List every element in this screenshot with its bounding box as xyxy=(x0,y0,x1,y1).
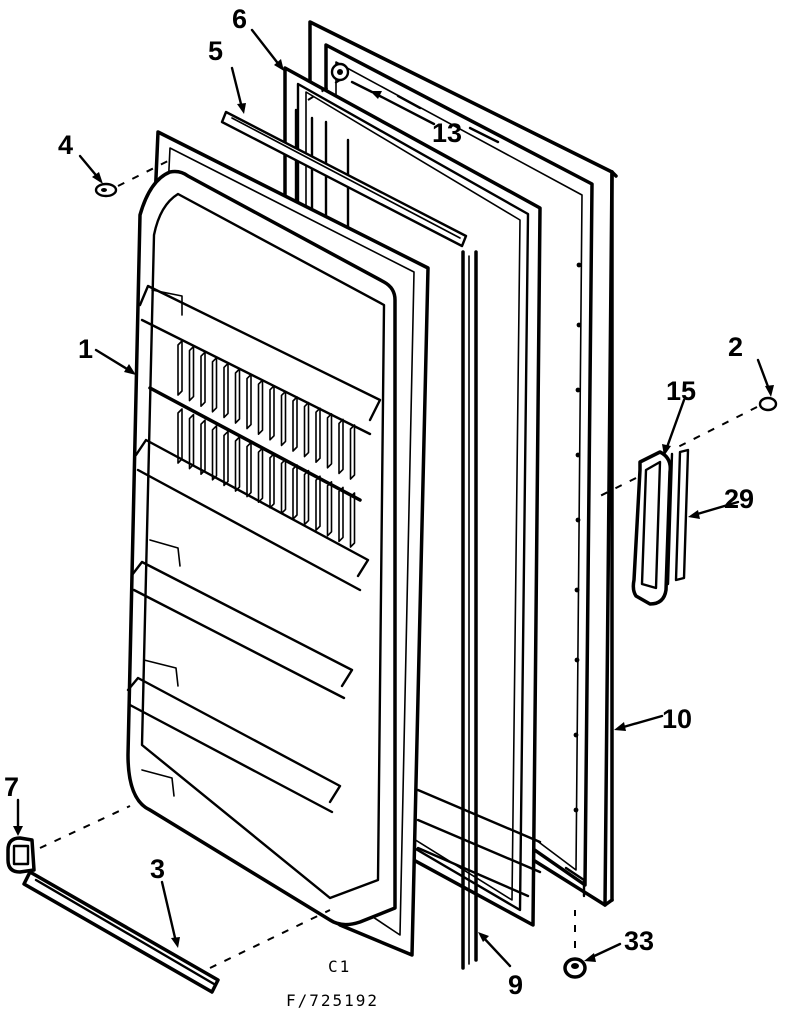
assembly-lines xyxy=(39,79,758,969)
callout-5: 5 xyxy=(208,36,223,66)
panel-rivet-holes xyxy=(573,262,582,813)
grille-rib xyxy=(246,441,252,498)
grille-divider xyxy=(148,386,362,502)
grille-rib xyxy=(200,351,206,407)
door-shelf-2 xyxy=(134,438,370,592)
screw-part-2 xyxy=(758,396,778,412)
callout-7: 7 xyxy=(4,772,19,802)
grille-rib xyxy=(349,492,356,548)
callout-labels: 1 2 3 4 5 6 7 9 10 13 15 29 33 xyxy=(4,4,754,1000)
drawing-number: F/725192 xyxy=(286,991,379,1010)
grille-rib xyxy=(223,430,229,487)
grille-rib xyxy=(234,368,241,424)
callout-10: 10 xyxy=(662,704,692,734)
grille-rib xyxy=(326,413,333,469)
grille-rib xyxy=(211,425,218,481)
grille-rib xyxy=(338,418,344,475)
door-shelf-3 xyxy=(130,560,354,700)
door-vent-grille xyxy=(148,340,362,548)
hinge-pin-part-33 xyxy=(563,957,587,979)
inner-door-liner xyxy=(126,130,430,957)
callout-6: 6 xyxy=(232,4,247,34)
drawing-code: C1 xyxy=(328,957,351,976)
grille-rib xyxy=(246,373,252,430)
grille-rib xyxy=(177,340,183,396)
leader-lines xyxy=(13,28,774,968)
bottom-trim-strip xyxy=(22,870,220,994)
grille-rib xyxy=(200,419,206,475)
grille-rib xyxy=(269,385,275,441)
hinge-cap-part-7 xyxy=(6,836,36,874)
callout-13: 13 xyxy=(432,118,462,148)
door-shelf-4 xyxy=(126,676,342,814)
door-handle xyxy=(631,448,690,606)
grille-rib xyxy=(349,424,356,480)
grille-rib xyxy=(223,362,229,419)
screw-part-4 xyxy=(94,182,118,198)
callout-1: 1 xyxy=(78,334,93,364)
grille-rib xyxy=(234,436,241,492)
top-trim-strip xyxy=(220,110,468,248)
grille-rib xyxy=(303,401,310,458)
callout-3: 3 xyxy=(150,854,165,884)
grille-rib xyxy=(257,379,264,435)
grille-rib xyxy=(315,407,321,463)
grille-rib xyxy=(188,345,195,402)
callout-33: 33 xyxy=(624,926,654,956)
grille-rib xyxy=(211,357,218,413)
callout-4: 4 xyxy=(58,130,73,160)
grille-rib xyxy=(177,408,183,464)
callout-15: 15 xyxy=(666,376,696,406)
grille-rib xyxy=(280,390,287,447)
grille-rib xyxy=(292,396,298,452)
callout-2: 2 xyxy=(728,332,743,362)
callout-29: 29 xyxy=(724,484,754,514)
grille-rib xyxy=(188,413,195,470)
grille-rib xyxy=(257,447,264,503)
callout-9: 9 xyxy=(508,970,523,1000)
